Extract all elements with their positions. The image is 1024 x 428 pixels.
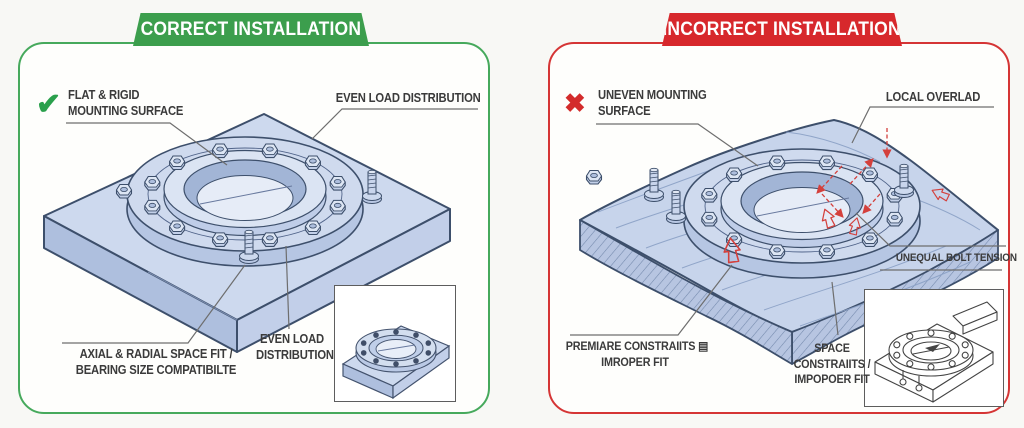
correct-inset-box	[334, 285, 456, 402]
correct-banner: CORRECT INSTALLATION	[133, 13, 369, 46]
label-space-constraints-improper-fit: SPACE CONSTRAIITS / IMPOPOER FIT	[785, 341, 879, 388]
label-unequal-bolt-tension: UNEQUAL BOLT TENSION	[895, 251, 1017, 267]
check-icon: ✔	[36, 88, 62, 121]
label-even-load-distribution-top: EVEN LOAD DISTRIBUTION	[335, 91, 481, 107]
stress-arrows	[721, 128, 951, 264]
label-local-overload: LOCAL OVERLAD	[876, 90, 989, 106]
incorrect-installation-panel: ✖ UNEVEN MOUNTING SURFACE LOCAL OVERLAD …	[548, 42, 1017, 414]
leader-lines	[570, 106, 1006, 336]
label-uneven-mounting-surface: UNEVEN MOUNTING SURFACE	[598, 88, 707, 119]
correct-installation-panel: ✔ FLAT & RIGID MOUNTING SURFACE EVEN LOA…	[18, 42, 490, 414]
label-line: SURFACE	[598, 103, 651, 118]
label-line: BEARING SIZE COMPATIBILTE	[75, 362, 237, 377]
incorrect-banner: INCORRECT INSTALLATION	[662, 13, 902, 46]
label-premature-constraints-improper-fit: PREMIARE CONSTRAIITS ▤ IMROPER FIT	[565, 339, 709, 370]
correct-installation-drawing	[43, 108, 478, 353]
label-line: UNEVEN MOUNTING	[598, 88, 707, 102]
label-axial-radial-space-fit: AXIAL & RADIAL SPACE FIT / BEARING SIZE …	[61, 347, 252, 378]
x-icon: ✖	[564, 88, 586, 118]
loose-nut	[115, 183, 133, 199]
incorrect-inset-box	[864, 289, 1004, 407]
label-line: IMROPER FIT	[601, 354, 669, 369]
label-flat-rigid-mounting-surface: FLAT & RIGID MOUNTING SURFACE	[68, 88, 183, 119]
incorrect-banner-label: INCORRECT INSTALLATION	[662, 18, 902, 40]
correct-banner-label: CORRECT INSTALLATION	[140, 18, 362, 40]
label-line: PREMIARE CONSTRAIITS ▤	[565, 339, 709, 353]
label-line: EVEN LOAD	[259, 332, 325, 346]
correct-inset-drawing	[341, 325, 451, 400]
label-line: MOUNTING SURFACE	[68, 103, 184, 118]
label-line: LOCAL OVERLAD	[885, 90, 981, 104]
slewing-bearing	[684, 149, 920, 278]
incorrect-inset-drawing	[874, 301, 998, 403]
loose-nut	[585, 169, 603, 185]
label-line: CONSTRAIITS /	[793, 356, 871, 371]
label-line: FLAT & RIGID	[68, 88, 140, 102]
label-line: EVEN LOAD DISTRIBUTION	[335, 91, 481, 105]
label-line: IMPOPOER FIT	[794, 372, 870, 386]
label-line: DISTRIBUTION	[256, 347, 334, 362]
label-line: UNEQUAL BOLT TENSION	[895, 252, 1017, 264]
label-line: SPACE	[814, 341, 850, 355]
leader-lines	[62, 108, 478, 344]
label-line: AXIAL & RADIAL SPACE FIT /	[79, 347, 233, 361]
label-even-load-distribution-bottom: EVEN LOAD DISTRIBUTION	[256, 332, 334, 363]
